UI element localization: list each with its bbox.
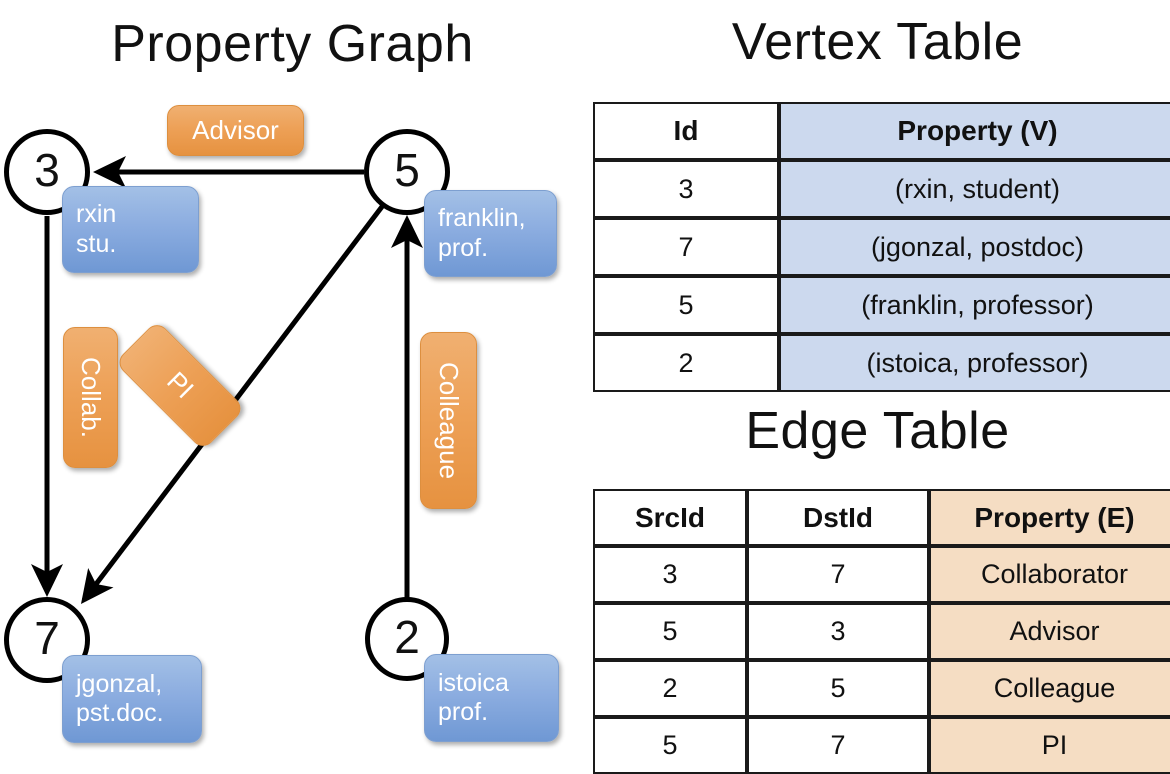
edge-row-2-property: Colleague — [929, 660, 1170, 717]
graph-node-2-label: 2 — [394, 611, 420, 663]
edge-row-0-property: Collaborator — [929, 546, 1170, 603]
edge-label-badge-colleague[interactable]: Colleague — [420, 332, 477, 509]
vertex-property-badge-7-line2: pst.doc. — [76, 699, 164, 727]
edge-row-1-srcid: 5 — [593, 603, 747, 660]
vertex-property-badge-7[interactable]: jgonzal, pst.doc. — [62, 655, 202, 743]
table-row[interactable]: 3 7 Collaborator — [593, 546, 1170, 603]
edge-label-pi-text: PI — [161, 365, 200, 405]
page-title-edge-table: Edge Table — [745, 402, 1010, 460]
table-row[interactable]: 7 (jgonzal, postdoc) — [593, 218, 1170, 276]
edge-row-1-property: Advisor — [929, 603, 1170, 660]
vertex-row-3-property: (istoica, professor) — [779, 334, 1170, 392]
table-row[interactable]: 2 5 Colleague — [593, 660, 1170, 717]
vertex-row-3-id: 2 — [593, 334, 779, 392]
edge-label-colleague-text: Colleague — [434, 361, 464, 480]
vertex-table-header-id: Id — [593, 102, 779, 160]
edge-table-header-dstid: DstId — [747, 489, 929, 546]
graph-node-3-label: 3 — [34, 144, 60, 196]
table-row[interactable]: 5 3 Advisor — [593, 603, 1170, 660]
vertex-row-0-property: (rxin, student) — [779, 160, 1170, 218]
edge-label-badge-advisor[interactable]: Advisor — [167, 105, 304, 156]
vertex-row-2-property: (franklin, professor) — [779, 276, 1170, 334]
graph-node-7-label: 7 — [34, 612, 60, 664]
graph-node-5-label: 5 — [394, 144, 420, 196]
table-row[interactable]: 3 (rxin, student) — [593, 160, 1170, 218]
edge-table-header-row: SrcId DstId Property (E) — [593, 489, 1170, 546]
edge-table: SrcId DstId Property (E) 3 7 Collaborato… — [593, 489, 1170, 774]
edge-row-3-property: PI — [929, 717, 1170, 774]
vertex-table-header-row: Id Property (V) — [593, 102, 1170, 160]
vertex-property-badge-7-line1: jgonzal, — [76, 669, 163, 698]
table-row[interactable]: 5 7 PI — [593, 717, 1170, 774]
page-title-property-graph: Property Graph — [111, 15, 474, 73]
vertex-property-badge-3-line1: rxin — [76, 200, 117, 228]
vertex-property-badge-5-line1: franklin, — [438, 204, 526, 232]
vertex-row-2-id: 5 — [593, 276, 779, 334]
vertex-property-badge-2-line2: prof. — [438, 698, 489, 726]
edge-row-0-srcid: 3 — [593, 546, 747, 603]
vertex-table-header-property: Property (V) — [779, 102, 1170, 160]
table-row[interactable]: 2 (istoica, professor) — [593, 334, 1170, 392]
graph-node-5[interactable]: 5 — [364, 129, 450, 215]
edge-row-2-srcid: 2 — [593, 660, 747, 717]
edge-label-badge-collab[interactable]: Collab. — [63, 327, 118, 468]
vertex-property-badge-5-line2: prof. — [438, 233, 489, 262]
table-row[interactable]: 5 (franklin, professor) — [593, 276, 1170, 334]
edge-row-3-srcid: 5 — [593, 717, 747, 774]
edge-table-header-srcid: SrcId — [593, 489, 747, 546]
page-title-vertex-table: Vertex Table — [731, 13, 1024, 71]
vertex-property-badge-2-line1: istoica — [438, 668, 509, 697]
vertex-property-badge-5[interactable]: franklin, prof. — [424, 190, 557, 277]
edge-row-0-dstid: 7 — [747, 546, 929, 603]
edge-label-collab-text: Collab. — [76, 357, 106, 438]
vertex-table: Id Property (V) 3 (rxin, student) 7 (jgo… — [593, 102, 1170, 392]
edge-row-2-dstid: 5 — [747, 660, 929, 717]
vertex-property-badge-2[interactable]: istoica prof. — [424, 654, 559, 742]
vertex-row-0-id: 3 — [593, 160, 779, 218]
vertex-property-badge-3[interactable]: rxin stu. — [62, 186, 199, 273]
edge-row-3-dstid: 7 — [747, 717, 929, 774]
property-graph-diagram: 3 5 7 2 rxin stu. franklin, prof. jgonza… — [0, 0, 585, 760]
edge-table-header-property: Property (E) — [929, 489, 1170, 546]
edge-label-advisor-text: Advisor — [192, 115, 279, 145]
graph-node-2[interactable]: 2 — [365, 597, 449, 681]
vertex-row-1-property: (jgonzal, postdoc) — [779, 218, 1170, 276]
edge-row-1-dstid: 3 — [747, 603, 929, 660]
vertex-property-badge-3-line2: stu. — [76, 229, 117, 258]
vertex-row-1-id: 7 — [593, 218, 779, 276]
